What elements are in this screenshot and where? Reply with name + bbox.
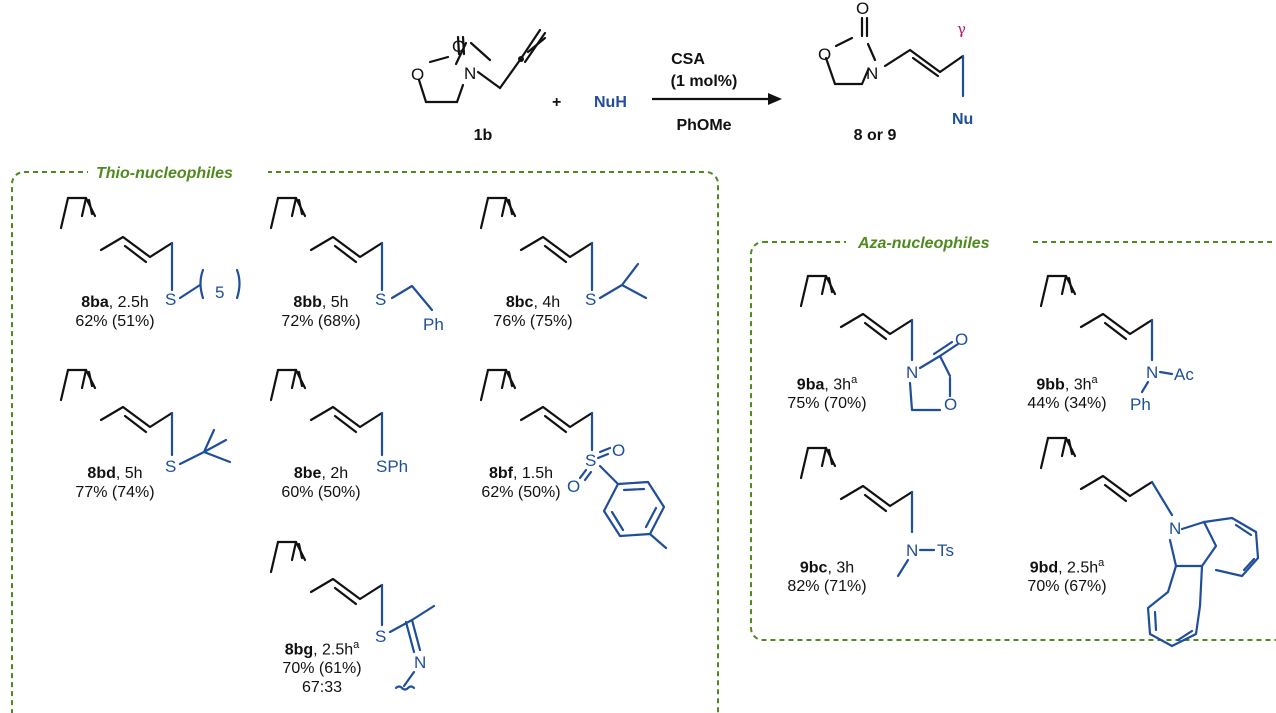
catalyst-label: CSA	[671, 51, 705, 68]
allenamide-1b: O O N	[411, 28, 547, 104]
label-9bd: 9bd, 2.5ha 70% (67%)	[1027, 557, 1107, 596]
label-9bc: 9bc, 3h 82% (71%)	[787, 559, 867, 596]
structure-8be: SPh	[269, 368, 408, 476]
atom-N: N	[1169, 519, 1181, 538]
atom-O: O	[944, 395, 957, 414]
solvent-label: PhOMe	[676, 117, 731, 134]
atom-N: N	[464, 64, 476, 83]
atom-subscript-5: 5	[215, 283, 224, 302]
gamma-position: γ	[957, 20, 966, 38]
atom-O: O	[612, 441, 625, 460]
atom-Ph: Ph	[1130, 395, 1151, 414]
plus-sign: +	[552, 94, 561, 111]
atom-S: S	[585, 451, 596, 470]
atom-O: O	[452, 37, 465, 56]
thio-panel-frame	[11, 171, 719, 713]
label-8bf: 8bf, 1.5h 62% (50%)	[481, 465, 561, 501]
atom-N: N	[866, 64, 878, 83]
structure-8bc: S	[479, 196, 648, 309]
reaction-arrow-head	[768, 93, 782, 105]
atom-N: N	[906, 541, 918, 560]
product-compound-number: 8 or 9	[854, 127, 897, 144]
label-8be: 8be, 2h 60% (50%)	[281, 465, 361, 501]
structure-9bd: N	[1039, 436, 1260, 648]
atom-S: S	[165, 457, 176, 476]
atom-N: N	[906, 363, 918, 382]
atom-N: N	[414, 653, 426, 672]
aza-panel-title: Aza-nucleophiles	[857, 235, 990, 252]
label-8bc: 8bc, 4h 76% (75%)	[493, 294, 573, 330]
start-compound-number: 1b	[474, 127, 493, 144]
atom-O: O	[567, 477, 580, 496]
label-8bg: 8bg, 2.5ha 70% (61%) 67:33	[282, 639, 362, 697]
label-8ba: 8ba, 2.5h 62% (51%)	[75, 294, 155, 330]
atom-Ph: Ph	[423, 315, 444, 334]
structure-8ba: S 5	[59, 196, 241, 309]
structure-8bb: S Ph	[269, 196, 444, 334]
atom-O: O	[818, 45, 831, 64]
product-nu-label: Nu	[952, 111, 973, 128]
nucleophile-label: NuH	[594, 94, 627, 111]
aza-panel-frame	[750, 241, 1276, 641]
atom-O: O	[955, 330, 968, 349]
atom-SPh: SPh	[376, 457, 408, 476]
label-8bb: 8bb, 5h 72% (68%)	[281, 294, 361, 330]
atom-N: N	[1146, 363, 1158, 382]
structure-9bc: N Ts	[799, 446, 954, 578]
atom-O: O	[411, 65, 424, 84]
label-9ba: 9ba, 3ha 75% (70%)	[787, 374, 867, 413]
thio-panel-title: Thio-nucleophiles	[96, 165, 233, 182]
structure-9bb: N Ac Ph	[1039, 274, 1194, 414]
label-9bb: 9bb, 3ha 44% (34%)	[1027, 374, 1107, 413]
catalyst-loading: (1 mol%)	[671, 73, 738, 90]
atom-Ac: Ac	[1174, 365, 1194, 384]
structure-8bf: S O O	[479, 368, 668, 550]
atom-S: S	[585, 290, 596, 309]
atom-S: S	[375, 627, 386, 646]
atom-S: S	[165, 290, 176, 309]
reaction-scheme: O O N + NuH CSA (1 mol%) PhOMe 1b O O	[411, 0, 973, 144]
atom-Ts: Ts	[937, 541, 954, 560]
structure-8bg: S N	[269, 540, 436, 691]
atom-S: S	[375, 290, 386, 309]
atom-O: O	[856, 0, 869, 18]
structure-8bd: S	[59, 368, 232, 476]
product-structure: O O N γ Nu	[818, 0, 973, 128]
label-8bd: 8bd, 5h 77% (74%)	[75, 465, 155, 501]
structure-9ba: N O O	[799, 274, 968, 414]
